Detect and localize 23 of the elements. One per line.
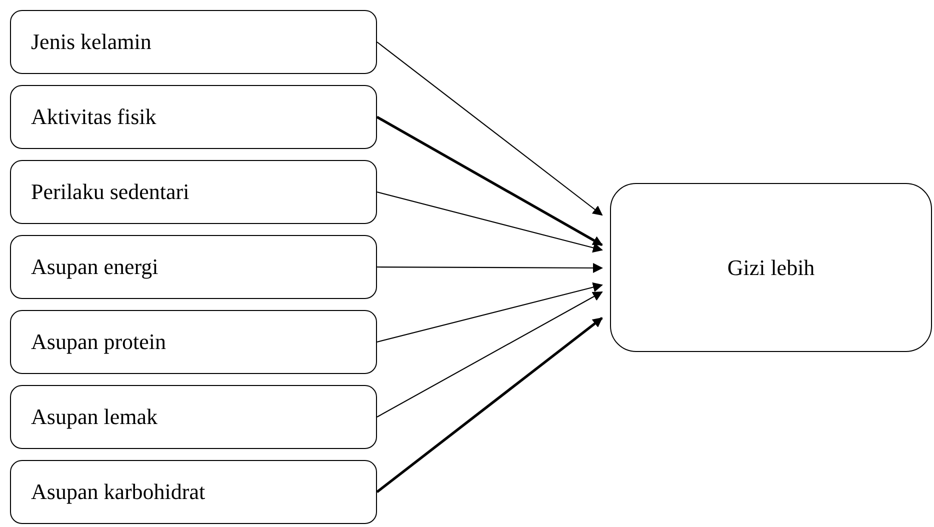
factor-box: [10, 160, 377, 224]
factor-box: [10, 235, 377, 299]
box-label: Aktivitas fisik: [31, 104, 156, 130]
arrow: [376, 42, 603, 216]
arrow: [376, 116, 603, 246]
arrow: [377, 262, 603, 273]
factor-box: [10, 385, 377, 449]
box-label: Asupan lemak: [31, 404, 158, 430]
factor-box: [10, 85, 377, 149]
outcome-box: [610, 183, 932, 352]
box-label: Gizi lebih: [727, 254, 815, 280]
arrow: [376, 316, 603, 494]
arrow: [376, 282, 603, 343]
arrow: [376, 292, 603, 418]
factor-box: [10, 10, 377, 74]
box-label: Perilaku sedentari: [31, 179, 190, 205]
box-label: Asupan protein: [31, 329, 166, 355]
factor-box: [10, 310, 377, 374]
factor-box: [10, 460, 377, 524]
box-label: Asupan energi: [31, 254, 158, 280]
arrow: [376, 191, 603, 253]
box-label: Asupan karbohidrat: [31, 479, 206, 505]
box-label: Jenis kelamin: [31, 29, 152, 55]
